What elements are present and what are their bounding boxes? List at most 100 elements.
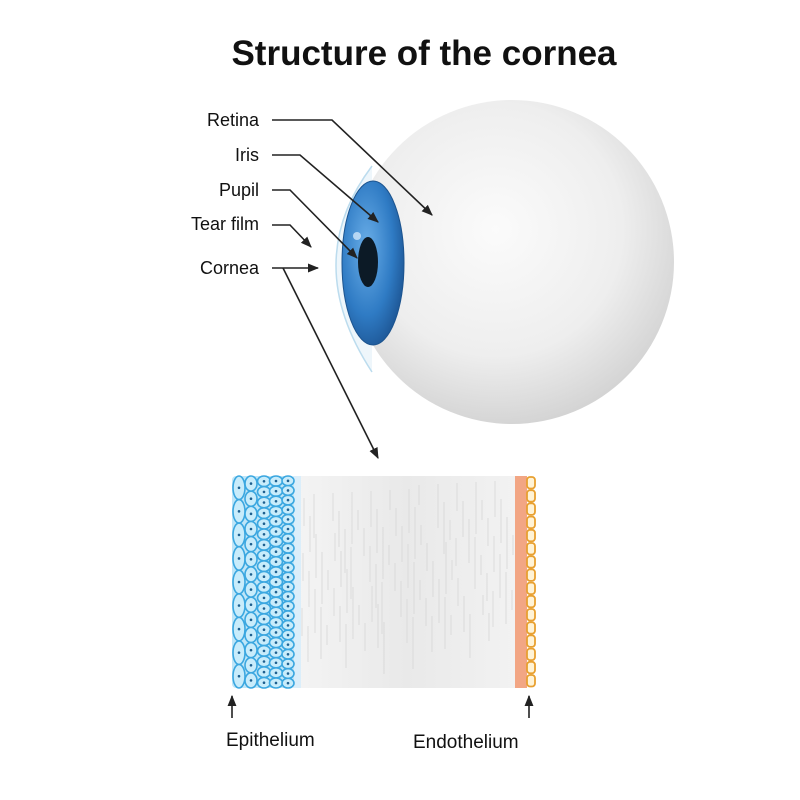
cell-nucleus: [286, 527, 290, 531]
iris-pointer: [272, 154, 379, 223]
iris-highlight: [353, 232, 361, 240]
cell-nucleus: [274, 479, 278, 483]
label-cornea: Cornea: [199, 258, 259, 278]
cell-nucleus: [262, 681, 266, 684]
cell-nucleus: [274, 590, 278, 594]
endothelial-cell: [526, 647, 536, 661]
endothelial-cell: [526, 608, 536, 622]
cell-nucleus: [262, 564, 266, 568]
cornea-cross-section: [232, 475, 536, 689]
cell-nucleus: [249, 663, 253, 667]
endothelial-cell: [526, 674, 536, 688]
cell-nucleus: [286, 614, 290, 618]
tear-film-pointer: [272, 224, 312, 248]
cell-nucleus: [262, 480, 266, 483]
endothelial-cell: [526, 634, 536, 648]
cell-nucleus: [249, 588, 253, 591]
cell-nucleus: [249, 573, 253, 576]
cell-nucleus: [262, 639, 266, 642]
cell-nucleus: [286, 575, 290, 579]
cell-nucleus: [274, 681, 278, 685]
cell-nucleus: [274, 600, 278, 604]
cell-nucleus: [237, 557, 241, 560]
cell-nucleus: [249, 679, 253, 682]
cell-nucleus: [274, 651, 278, 654]
cell-nucleus: [286, 508, 290, 512]
cell-nucleus: [249, 497, 253, 501]
cell-nucleus: [286, 556, 290, 560]
cell-nucleus: [262, 596, 266, 600]
cell-nucleus: [237, 580, 241, 584]
cell-nucleus: [237, 651, 241, 654]
cell-nucleus: [286, 479, 290, 483]
cell-nucleus: [262, 670, 266, 674]
cell-nucleus: [262, 511, 266, 515]
stroma-layer: [295, 476, 517, 688]
cell-nucleus: [262, 586, 266, 589]
cell-nucleus: [274, 621, 278, 624]
cell-nucleus: [286, 672, 290, 675]
cell-nucleus: [286, 681, 290, 685]
cell-nucleus: [249, 603, 253, 607]
cell-nucleus: [249, 648, 253, 652]
pupil: [358, 237, 378, 287]
cell-nucleus: [286, 566, 290, 569]
cell-nucleus: [286, 518, 290, 521]
cell-nucleus: [249, 512, 253, 516]
cell-nucleus: [286, 595, 290, 598]
descemet-layer: [515, 476, 527, 688]
label-iris: Iris: [235, 145, 259, 165]
cell-nucleus: [262, 522, 266, 525]
cell-nucleus: [262, 490, 266, 494]
retina-pointer: [272, 119, 433, 216]
endothelial-cell: [526, 581, 536, 595]
cell-nucleus: [249, 633, 253, 637]
cell-nucleus: [286, 546, 290, 550]
cell-nucleus: [262, 628, 266, 631]
cell-nucleus: [274, 499, 278, 503]
cell-nucleus: [249, 618, 253, 622]
cell-nucleus: [286, 604, 290, 608]
cell-nucleus: [274, 610, 278, 614]
cell-nucleus: [274, 540, 278, 543]
cell-nucleus: [286, 537, 290, 540]
bowman-layer: [293, 476, 301, 688]
eyeball: [350, 100, 674, 424]
cell-nucleus: [249, 482, 253, 485]
cell-nucleus: [237, 627, 241, 631]
endothelial-cell: [526, 594, 536, 609]
endothelial-cell: [526, 568, 536, 582]
endothelial-cell: [526, 542, 536, 556]
cell-nucleus: [286, 652, 290, 656]
cell-nucleus: [249, 527, 253, 531]
cell-nucleus: [237, 486, 241, 490]
endothelial-cell: [526, 621, 536, 635]
cell-nucleus: [262, 617, 266, 621]
cell-nucleus: [237, 674, 241, 678]
label-pupil: Pupil: [218, 180, 259, 200]
cell-nucleus: [262, 554, 266, 557]
cell-nucleus: [249, 557, 253, 561]
cell-nucleus: [274, 631, 278, 634]
endothelial-cell: [526, 489, 536, 503]
endothelial-cell: [526, 555, 536, 569]
cell-nucleus: [274, 661, 278, 665]
label-retina: Retina: [206, 110, 259, 130]
label-tear-film: Tear film: [190, 214, 259, 234]
label-epithelium: Epithelium: [226, 730, 315, 751]
cornea-section-pointer: [282, 267, 379, 460]
endothelial-cell: [526, 528, 536, 543]
cell-nucleus: [262, 660, 266, 663]
cell-nucleus: [262, 649, 266, 653]
cell-nucleus: [286, 624, 290, 627]
cell-nucleus: [286, 498, 290, 502]
stroma-fibers: [297, 480, 514, 674]
cell-nucleus: [262, 533, 266, 536]
cell-nucleus: [274, 560, 278, 564]
label-endothelium: Endothelium: [413, 732, 519, 753]
diagram-title: Structure of the cornea: [231, 34, 617, 73]
cell-nucleus: [262, 607, 266, 610]
cell-nucleus: [237, 510, 241, 513]
cell-nucleus: [286, 633, 290, 637]
